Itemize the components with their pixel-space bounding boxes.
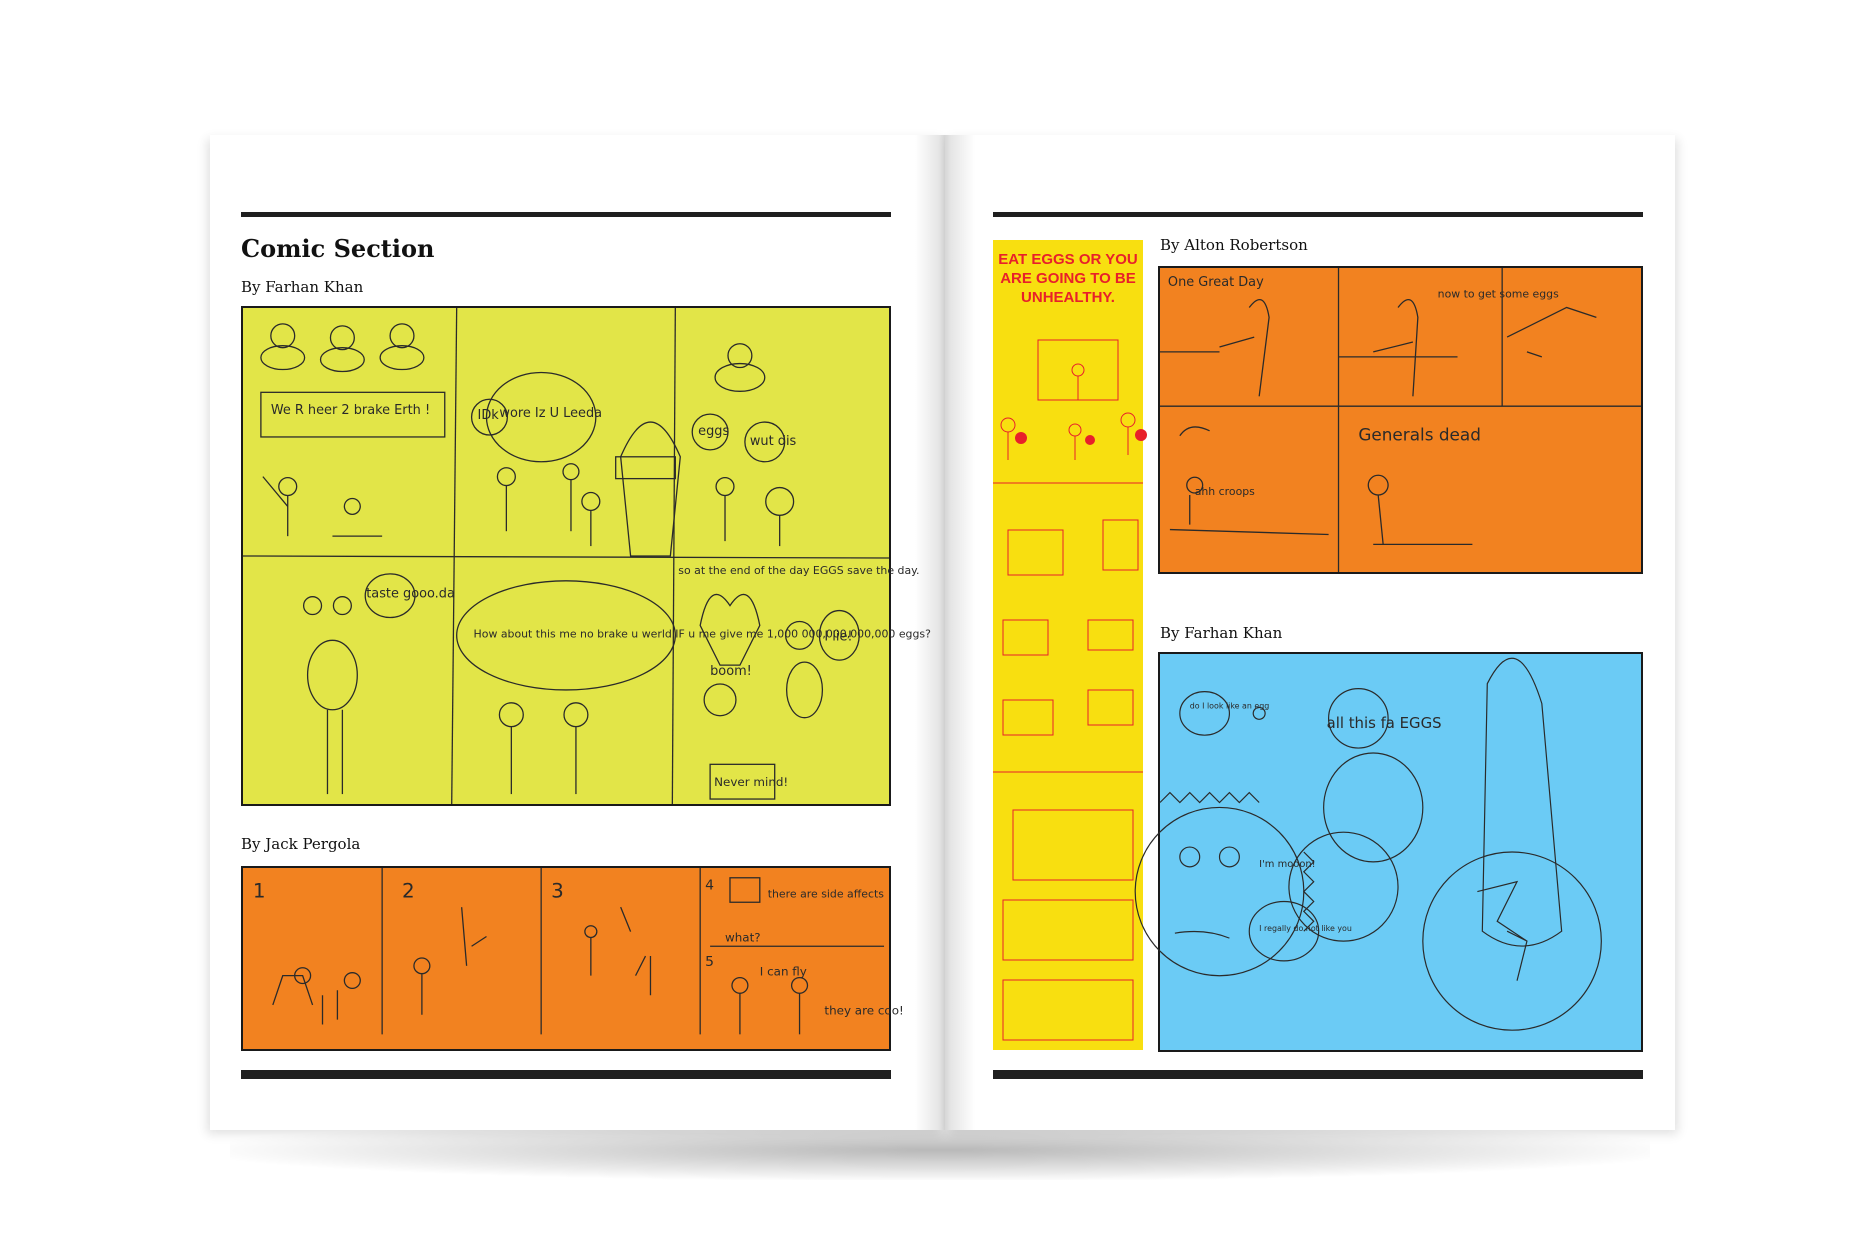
comic-2-label-5: 5 <box>705 954 714 970</box>
comic-drawing: 1 2 3 4 5 there are side affects what? I… <box>253 868 904 1035</box>
comic-2-label-4: 4 <box>705 878 714 894</box>
book-gutter <box>915 135 975 1130</box>
comic-2-label-1: 1 <box>253 879 266 902</box>
page-title: Comic Section <box>241 234 435 263</box>
comic-4-speech-4: I regally do not like you <box>1259 924 1352 933</box>
comic-1-caption-1: so at the end of the day EGGS save the d… <box>678 564 919 577</box>
comic-3-speech-1: now to get some eggs <box>1438 288 1559 301</box>
page-shadow <box>230 1120 1650 1180</box>
comic-2-label-2: 2 <box>402 879 415 902</box>
byline-jack-pergola: By Jack Pergola <box>241 835 361 853</box>
comic-1-speech-1: We R heer 2 brake Erth ! <box>271 403 430 418</box>
comic-farhan-khan-blue: do I look like an egg all this fa EGGS I… <box>1134 652 1643 1052</box>
byline-alton-robertson: By Alton Robertson <box>1160 236 1308 254</box>
comic-2-speech-2: what? <box>725 930 761 944</box>
comic-1-speech-9: I lie! <box>824 629 852 644</box>
comic-drawing: One Great Day now to get some eggs Gener… <box>1160 268 1641 572</box>
comic-1-speech-5: wut dis <box>750 434 797 449</box>
comic-1-speech-2: IDk <box>478 408 500 423</box>
sidebar-eat-eggs: EAT EGGS OR YOU ARE GOING TO BE UNHEALTH… <box>993 240 1147 1050</box>
comic-drawing: We R heer 2 brake Erth ! IDk wore Iz U L… <box>242 307 931 805</box>
comic-2-speech-4: they are coo! <box>824 1004 903 1018</box>
bottom-rule-right <box>993 1070 1643 1079</box>
comic-alton-robertson-orange: One Great Day now to get some eggs Gener… <box>1158 266 1643 574</box>
comic-jack-pergola-orange: 1 2 3 4 5 there are side affects what? I… <box>241 866 904 1051</box>
byline-farhan-khan-1: By Farhan Khan <box>241 278 364 296</box>
comic-1-speech-7: How about this me no brake u werld IF u … <box>474 627 932 640</box>
sidebar-drawing <box>993 339 1147 1041</box>
comic-4-speech-3: I'm mooon! <box>1259 859 1315 870</box>
top-rule-left <box>241 212 891 217</box>
comic-1-caption-2: Never mind! <box>714 775 788 789</box>
top-rule-right <box>993 212 1643 217</box>
comic-1-speech-8: boom! <box>710 664 752 679</box>
byline-farhan-khan-2: By Farhan Khan <box>1160 624 1283 642</box>
comic-1-speech-6: taste gooo.da <box>366 587 455 602</box>
comic-2-label-3: 3 <box>551 879 564 902</box>
comic-3-title: One Great Day <box>1168 275 1264 290</box>
comic-farhan-khan-yellow: We R heer 2 brake Erth ! IDk wore Iz U L… <box>241 306 931 806</box>
comic-4-speech-1: do I look like an egg <box>1190 701 1270 710</box>
comic-drawing: do I look like an egg all this fa EGGS I… <box>1134 657 1602 1031</box>
comic-1-speech-4: eggs <box>698 424 729 439</box>
comic-4-speech-2: all this fa EGGS <box>1327 714 1442 732</box>
comic-3-speech-2: Generals dead <box>1358 425 1481 445</box>
bottom-rule-left <box>241 1070 891 1079</box>
sidebar-heading: EAT EGGS OR YOU ARE GOING TO BE UNHEALTH… <box>998 251 1138 306</box>
comic-2-speech-1: there are side affects <box>768 887 885 900</box>
comic-2-speech-3: I can fly <box>760 965 807 979</box>
comic-1-speech-3: wore Iz U Leeda <box>499 406 602 421</box>
comic-3-speech-3: ahh croops <box>1195 485 1255 498</box>
